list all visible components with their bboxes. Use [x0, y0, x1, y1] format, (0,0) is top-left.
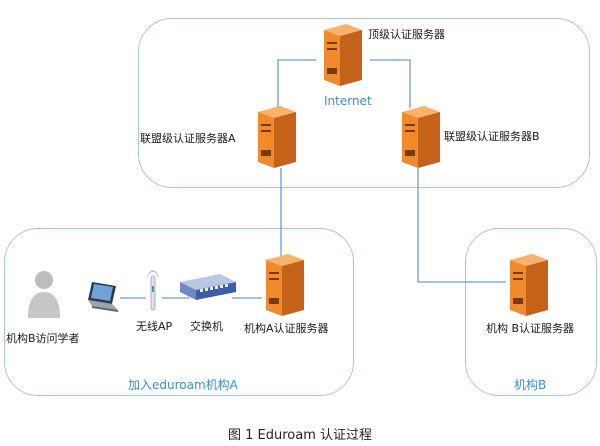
link-top-to-federation-a: [277, 59, 316, 108]
laptop-icon: [88, 282, 118, 312]
visitor-label: 机构B访问学者: [6, 332, 80, 345]
switch-label: 交换机: [190, 320, 223, 333]
link-top-to-federation-b: [370, 59, 411, 108]
server-icon: [324, 24, 362, 86]
server-icon: [258, 106, 296, 168]
federation-a-label: 联盟级认证服务器A: [140, 132, 236, 145]
server-icon: [510, 254, 548, 316]
federation-b-label: 联盟级认证服务器B: [444, 130, 540, 143]
server-icon: [266, 254, 304, 316]
switch-icon: [180, 274, 236, 300]
internet-region: [138, 18, 590, 188]
link-federation-b-to-inst-b: [417, 168, 506, 283]
wireless-ap-label: 无线AP: [136, 320, 173, 333]
institution-a-label: 加入eduroam机构A: [128, 378, 238, 392]
inst-b-server-label: 机构 B认证服务器: [486, 322, 575, 335]
top-server-label: 顶级认证服务器: [368, 28, 445, 41]
person-icon: [28, 271, 60, 318]
inst-a-server-label: 机构A认证服务器: [244, 322, 329, 335]
institution-b-label: 机构B: [514, 378, 547, 392]
internet-label: Internet: [324, 94, 372, 108]
wireless-ap-icon: [146, 270, 160, 311]
figure-caption: 图 1 Eduroam 认证过程: [227, 428, 373, 443]
server-icon: [402, 106, 440, 168]
